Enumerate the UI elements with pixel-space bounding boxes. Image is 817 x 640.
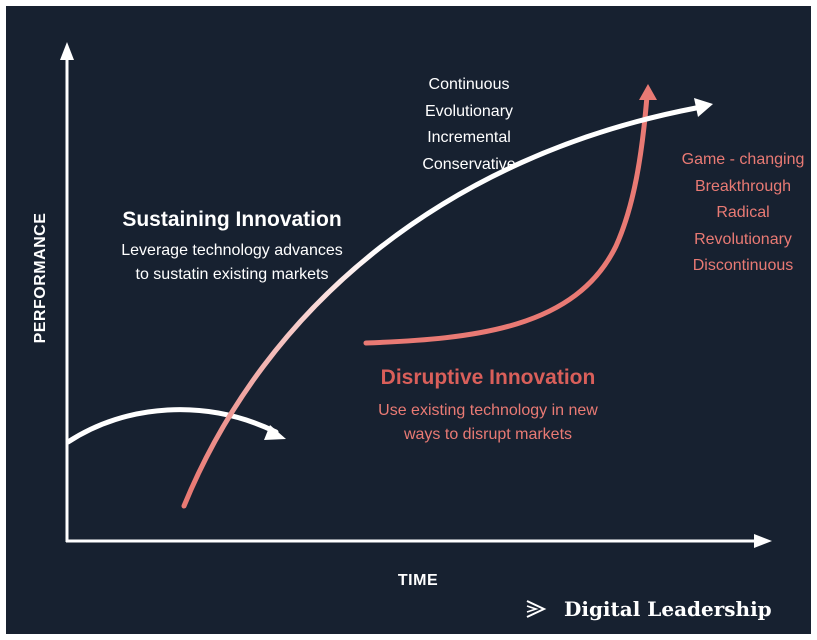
innovation-diagram	[60, 42, 772, 548]
brand-name: Digital Leadership	[564, 597, 772, 621]
disruptive-innovation-description: Use existing technology in new ways to d…	[378, 399, 598, 447]
description-line: Use existing technology in new	[378, 402, 598, 419]
revolutionary-term: Revolutionary	[694, 230, 792, 248]
disruptive-innovation-title: Disruptive Innovation	[380, 366, 596, 389]
x-axis-arrow-icon	[754, 534, 772, 548]
evolutionary-term: Evolutionary	[424, 102, 514, 120]
sustaining-arrow-icon	[694, 98, 713, 117]
brand-logo: Digital Leadership	[524, 594, 772, 624]
y-axis-label: PERFORMANCE	[32, 212, 49, 344]
sustaining-innovation-title: Sustaining Innovation	[122, 208, 342, 231]
evolutionary-terms: Continuous Evolutionary Incremental Cons…	[422, 72, 515, 178]
sustaining-curve	[181, 105, 699, 509]
disruptive-arrow-icon	[639, 84, 657, 100]
evolutionary-term: Incremental	[427, 129, 511, 146]
evolutionary-term: Continuous	[428, 76, 510, 93]
small-arc-arrow-icon	[264, 425, 286, 440]
revolutionary-term: Breakthrough	[694, 177, 792, 195]
small-sustaining-arc	[65, 407, 279, 445]
revolutionary-term: Game - changing	[681, 151, 805, 168]
y-axis-arrow-icon	[60, 42, 74, 60]
description-line: Leverage technology advances	[121, 242, 343, 259]
description-line: to sustatin existing markets	[135, 266, 329, 283]
revolutionary-terms: Game - changing Breakthrough Radical Rev…	[682, 147, 805, 280]
sustaining-innovation-description: Leverage technology advances to sustatin…	[121, 239, 343, 287]
chevron-right-icon	[526, 600, 547, 618]
revolutionary-term: Radical	[716, 204, 770, 221]
diagram-canvas: PERFORMANCE TIME Continuous Evolutionary…	[6, 6, 811, 634]
disruptive-curve	[363, 93, 650, 346]
revolutionary-term: Discontinuous	[692, 257, 794, 274]
x-axis-label: TIME	[397, 572, 439, 589]
description-line: ways to disrupt markets	[403, 426, 573, 443]
evolutionary-term: Conservative	[422, 155, 516, 173]
